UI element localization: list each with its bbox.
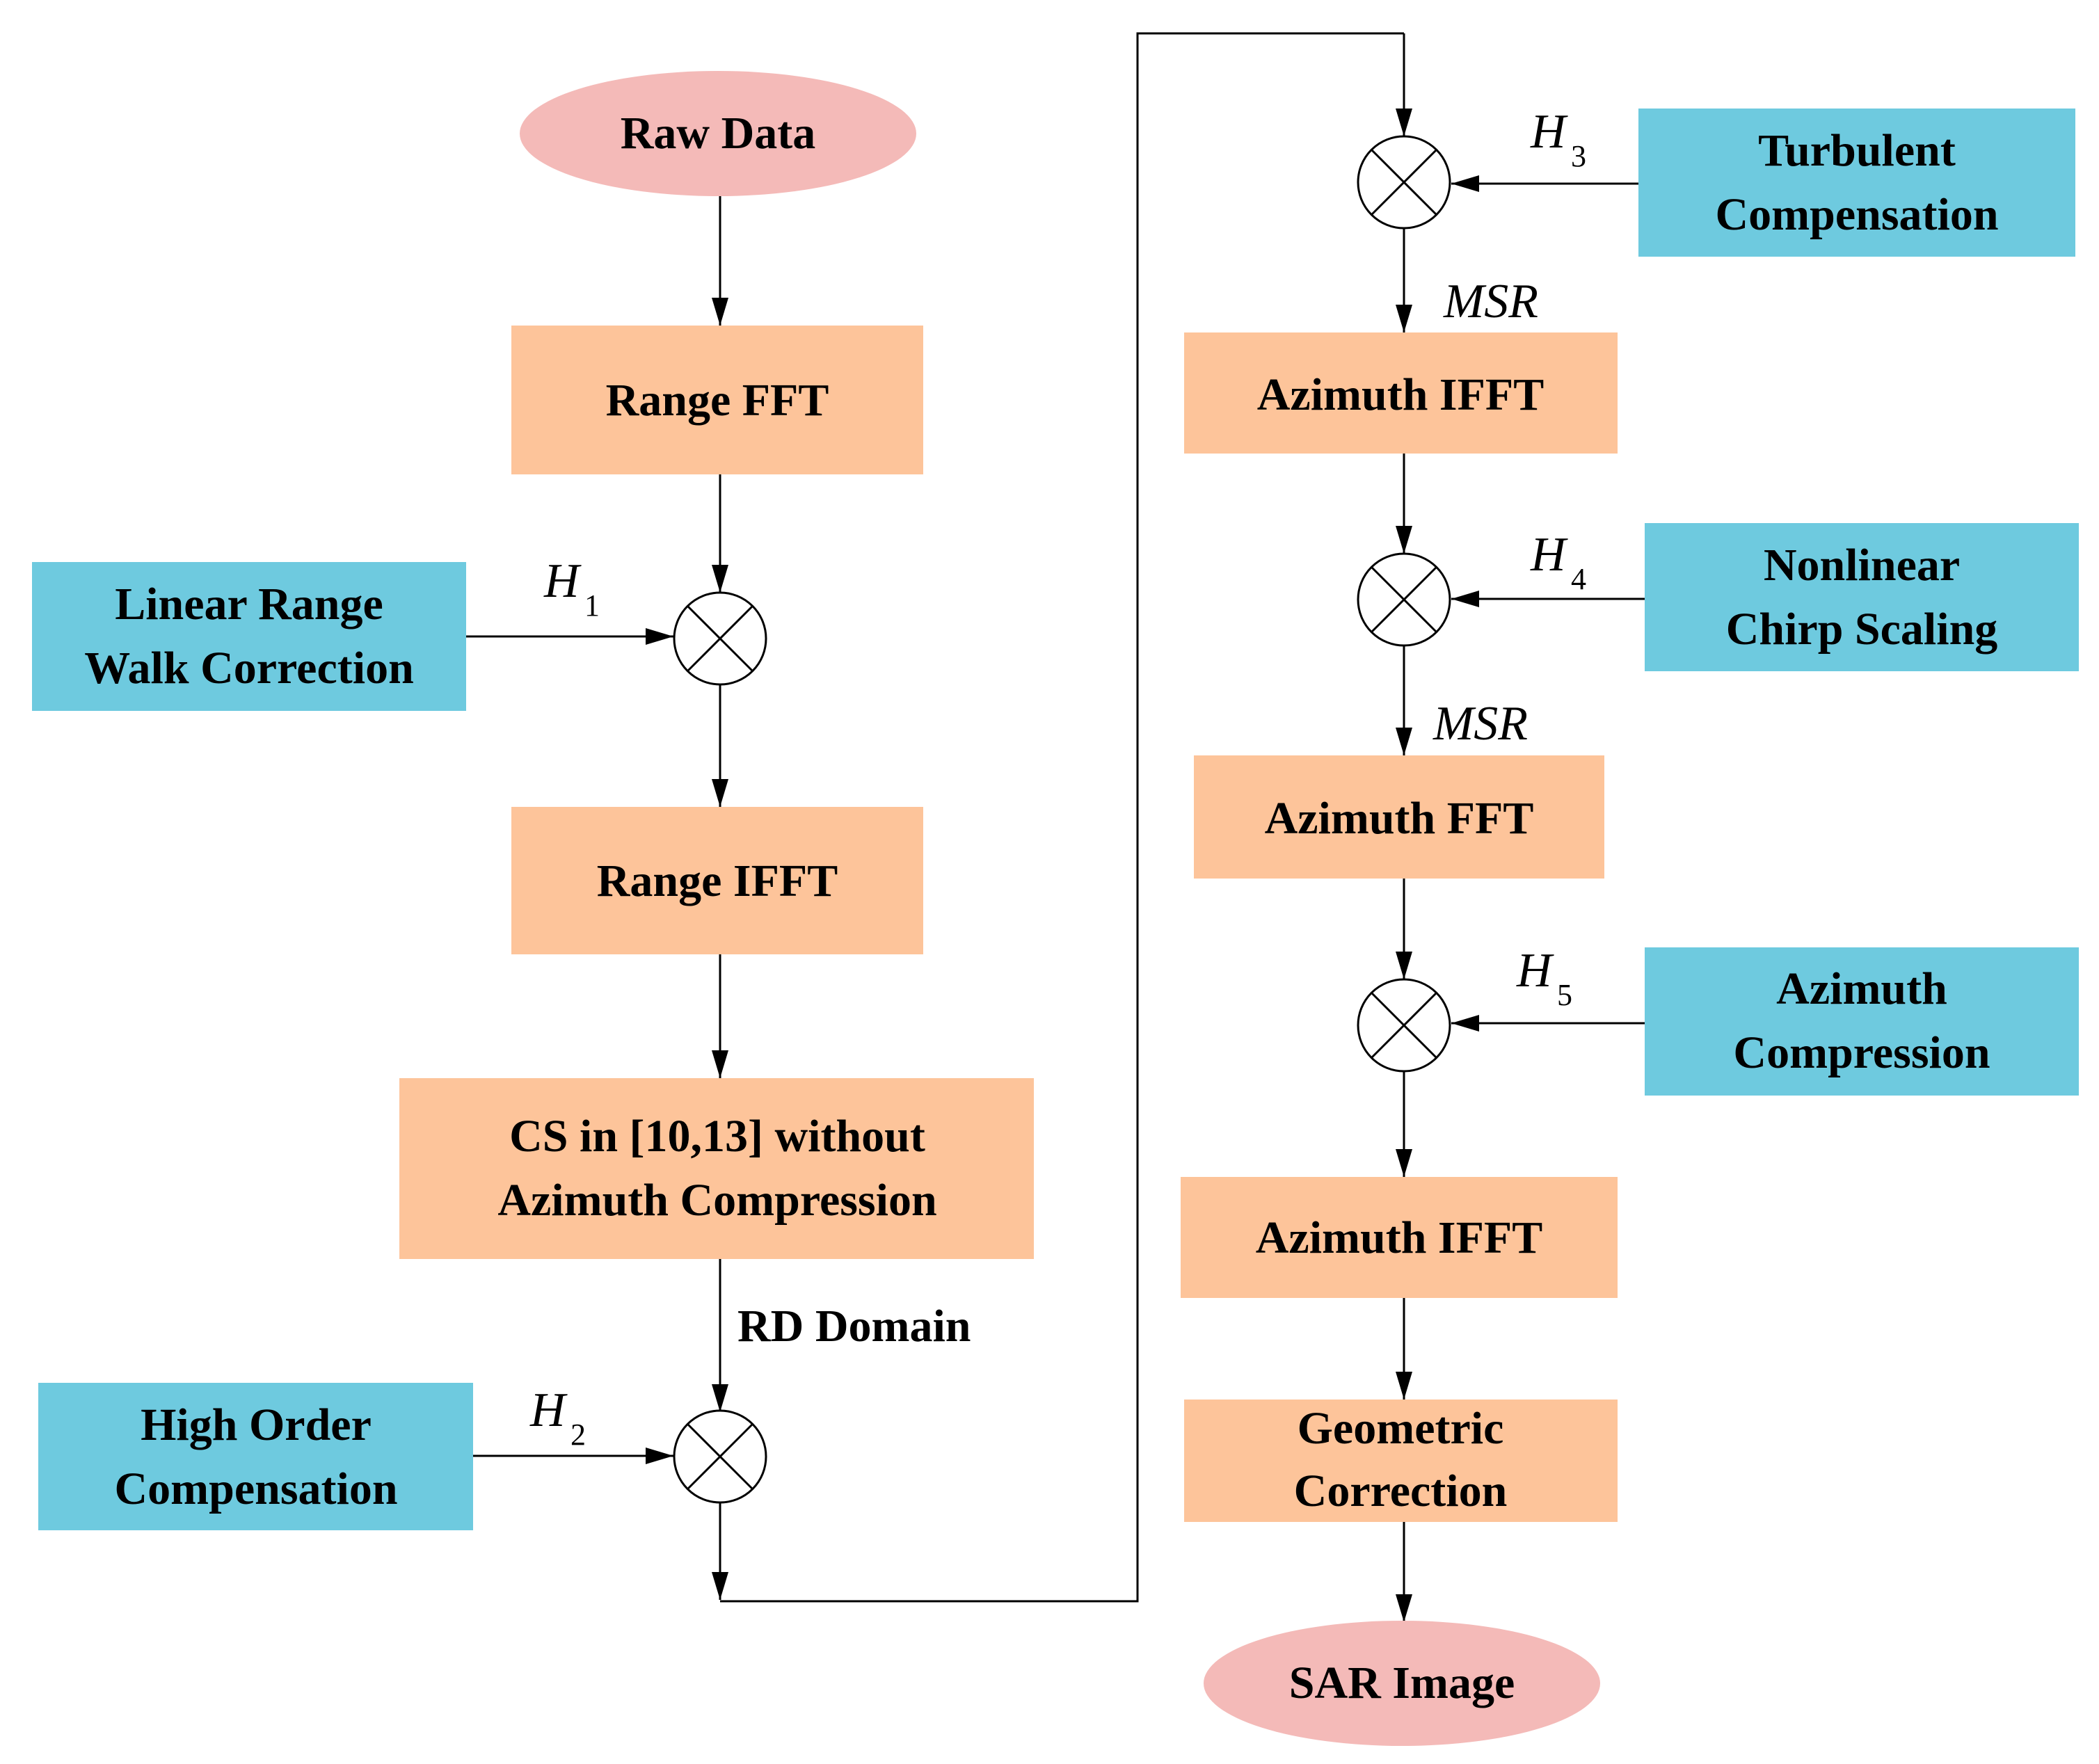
range-fft-label: Range FFT xyxy=(606,375,829,426)
h1-index: 1 xyxy=(584,588,600,623)
high-order-label-line-1: High Order xyxy=(141,1400,372,1450)
rd-domain-annotation: RD Domain xyxy=(737,1301,971,1352)
msr-annotation-2: MSR xyxy=(1432,697,1528,751)
azimuth-ifft-1-label: Azimuth IFFT xyxy=(1257,369,1545,420)
azimuth-ifft-1-block: Azimuth IFFT xyxy=(1184,332,1618,454)
azimuth-compression-label-line-2: Compression xyxy=(1733,1027,1990,1078)
azimuth-ifft-2-label: Azimuth IFFT xyxy=(1256,1212,1543,1263)
h3-index: 3 xyxy=(1571,139,1586,173)
chirp-scaling-label-line-2: Azimuth Compression xyxy=(497,1175,936,1226)
azimuth-ifft-2-box xyxy=(1181,1177,1618,1298)
geometric-correction-label-line-1: Geometric xyxy=(1298,1403,1504,1454)
h1-symbol: H xyxy=(543,554,582,608)
h5-label: H 5 xyxy=(1516,944,1572,1012)
high-order-box xyxy=(38,1383,473,1530)
linear-range-walk-box xyxy=(32,562,466,711)
nonlinear-chirp-label-line-2: Chirp Scaling xyxy=(1726,604,1998,655)
h1-label: H 1 xyxy=(543,554,600,623)
range-ifft-block: Range IFFT xyxy=(511,807,923,954)
h4-symbol: H xyxy=(1530,528,1568,582)
h3-label: H 3 xyxy=(1530,105,1586,173)
chirp-scaling-block: CS in [10,13] without Azimuth Compressio… xyxy=(399,1078,1034,1259)
range-ifft-box xyxy=(511,807,923,954)
azimuth-ifft-1-box xyxy=(1184,332,1618,454)
azimuth-fft-block: Azimuth FFT xyxy=(1194,755,1604,879)
h5-index: 5 xyxy=(1557,978,1572,1012)
nonlinear-chirp-box xyxy=(1645,523,2079,671)
geometric-correction-label-line-2: Correction xyxy=(1294,1466,1508,1516)
linear-range-walk-label-line-2: Walk Correction xyxy=(84,643,414,693)
h4-label: H 4 xyxy=(1530,528,1586,596)
high-order-label-line-2: Compensation xyxy=(114,1464,397,1514)
multiplier-1 xyxy=(673,591,767,686)
raw-data-label: Raw Data xyxy=(621,108,815,159)
msr-annotation-1: MSR xyxy=(1443,275,1538,328)
h2-index: 2 xyxy=(570,1418,586,1452)
turbulent-label-line-1: Turbulent xyxy=(1758,125,1956,176)
geometric-correction-box xyxy=(1184,1400,1618,1522)
chirp-scaling-box xyxy=(399,1078,1034,1259)
h3-symbol: H xyxy=(1530,105,1568,159)
multiplier-3 xyxy=(1357,135,1451,230)
azimuth-compression-block: Azimuth Compression xyxy=(1645,947,2079,1096)
azimuth-fft-label: Azimuth FFT xyxy=(1265,793,1534,844)
turbulent-box xyxy=(1638,109,2075,257)
chirp-scaling-label-line-1: CS in [10,13] without xyxy=(509,1111,925,1162)
turbulent-compensation-block: Turbulent Compensation xyxy=(1638,109,2075,257)
h4-index: 4 xyxy=(1571,562,1586,596)
range-fft-block: Range FFT xyxy=(511,326,923,474)
multiplier-3-cross-b xyxy=(1370,148,1438,216)
nonlinear-chirp-scaling-block: Nonlinear Chirp Scaling xyxy=(1645,523,2079,671)
multiplier-4 xyxy=(1357,552,1451,647)
high-order-compensation-block: High Order Compensation xyxy=(38,1383,473,1530)
azimuth-fft-box xyxy=(1194,755,1604,879)
h5-symbol: H xyxy=(1516,944,1554,997)
raw-data-terminal: Raw Data xyxy=(520,71,916,196)
range-fft-box xyxy=(511,326,923,474)
connector-left-to-right-column xyxy=(720,32,1404,1603)
sar-image-ellipse xyxy=(1204,1621,1600,1746)
raw-data-ellipse xyxy=(520,71,916,196)
range-ifft-label: Range IFFT xyxy=(597,856,838,906)
geometric-correction-block: Geometric Correction xyxy=(1184,1400,1618,1522)
nonlinear-chirp-label-line-1: Nonlinear xyxy=(1764,540,1960,591)
sar-image-label: SAR Image xyxy=(1289,1658,1515,1708)
multiplier-4-cross-b xyxy=(1370,566,1438,634)
multiplier-5-cross-b xyxy=(1370,991,1438,1059)
azimuth-compression-label-line-1: Azimuth xyxy=(1776,963,1947,1014)
multiplier-2-cross-b xyxy=(686,1422,754,1491)
turbulent-label-line-2: Compensation xyxy=(1715,189,1998,240)
linear-range-walk-correction-block: Linear Range Walk Correction xyxy=(32,562,466,711)
multiplier-5 xyxy=(1357,978,1451,1073)
azimuth-ifft-2-block: Azimuth IFFT xyxy=(1181,1177,1618,1298)
linear-range-walk-label-line-1: Linear Range xyxy=(115,579,383,630)
h2-symbol: H xyxy=(529,1384,568,1437)
multiplier-1-cross-b xyxy=(686,604,754,673)
h2-label: H 2 xyxy=(529,1384,586,1452)
azimuth-compression-box xyxy=(1645,947,2079,1096)
sar-image-terminal: SAR Image xyxy=(1204,1621,1600,1746)
multiplier-2 xyxy=(673,1409,767,1504)
